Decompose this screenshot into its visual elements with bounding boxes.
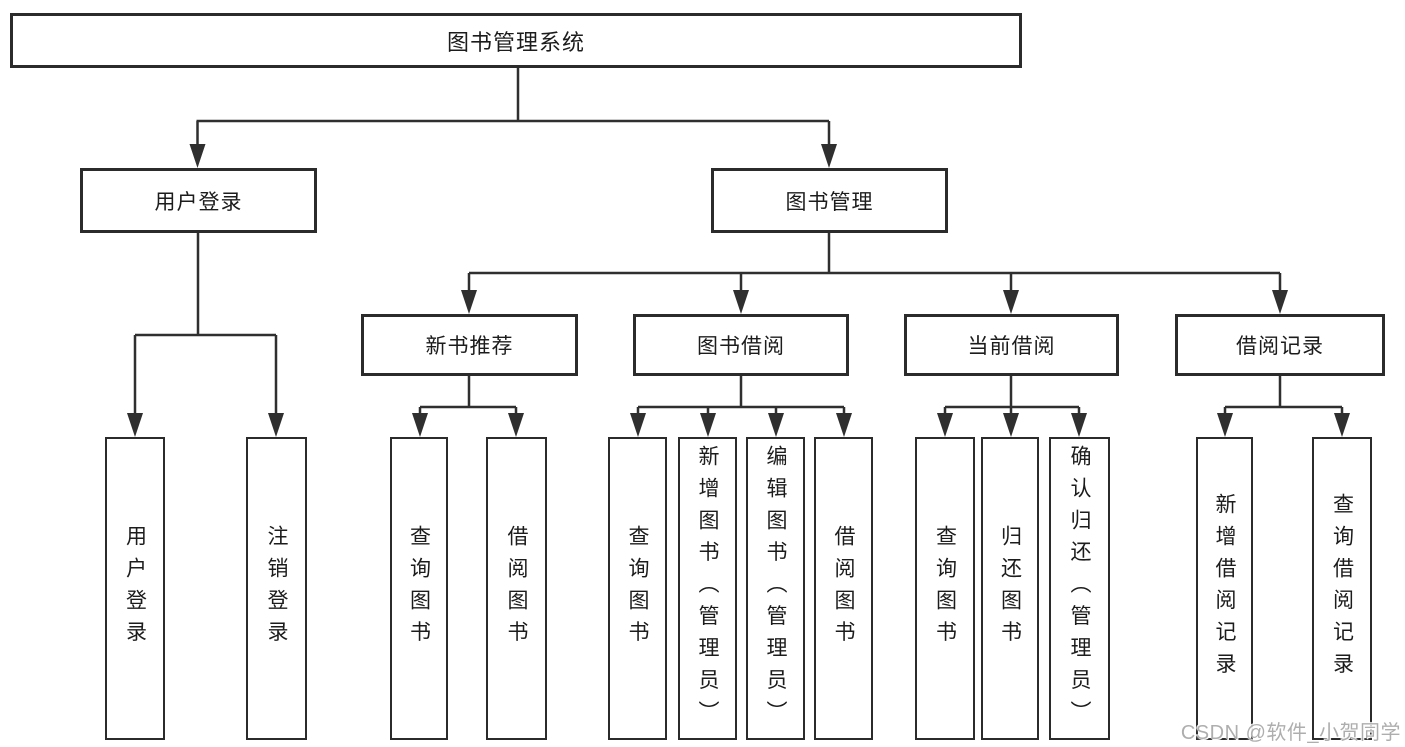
node-borrowing-records: 借阅记录 xyxy=(1175,314,1385,376)
node-current-borrowing: 当前借阅 xyxy=(904,314,1119,376)
leaf-user-login: 用户登录 xyxy=(105,437,165,740)
leaf-borrowing-query-books: 查询图书 xyxy=(608,437,667,740)
leaf-borrowing-add-books: 新增图书（管理员） xyxy=(678,437,737,740)
leaf-borrowing-borrow-books: 借阅图书 xyxy=(814,437,873,740)
arrowheads xyxy=(127,144,1350,437)
node-book-management: 图书管理 xyxy=(711,168,948,233)
node-book-borrowing: 图书借阅 xyxy=(633,314,849,376)
node-user-login-label: 用户登录 xyxy=(154,190,243,214)
leaf-recommend-query-books: 查询图书 xyxy=(390,437,448,740)
node-borrowing-records-label: 借阅记录 xyxy=(1236,335,1324,358)
leaf-user-login-label: 用户登录 xyxy=(123,524,147,653)
leaf-records-add-record-label: 新增借阅记录 xyxy=(1213,492,1236,685)
leaf-recommend-borrow-books: 借阅图书 xyxy=(486,437,547,740)
leaf-borrowing-borrow-books-label: 借阅图书 xyxy=(832,524,855,653)
node-book-borrowing-label: 图书借阅 xyxy=(697,335,785,358)
leaf-borrowing-query-books-label: 查询图书 xyxy=(626,524,649,653)
leaf-borrowing-edit-books: 编辑图书（管理员） xyxy=(746,437,805,740)
node-library-system: 图书管理系统 xyxy=(10,13,1022,68)
node-library-system-label: 图书管理系统 xyxy=(446,29,585,55)
node-new-book-recommend: 新书推荐 xyxy=(361,314,578,376)
leaf-records-query-record-label: 查询借阅记录 xyxy=(1330,492,1354,685)
leaf-records-add-record: 新增借阅记录 xyxy=(1196,437,1253,740)
watermark: CSDN @软件_小贺同学 xyxy=(1180,722,1401,744)
leaf-recommend-borrow-books-label: 借阅图书 xyxy=(505,524,528,653)
leaf-current-confirm-return-label: 确认归还（管理员） xyxy=(1068,444,1091,733)
node-book-management-label: 图书管理 xyxy=(785,190,874,214)
leaf-borrowing-edit-books-label: 编辑图书（管理员） xyxy=(764,444,787,733)
node-new-book-recommend-label: 新书推荐 xyxy=(425,335,514,358)
leaf-current-query-books-label: 查询图书 xyxy=(933,524,957,653)
leaf-records-query-record: 查询借阅记录 xyxy=(1312,437,1372,740)
leaf-current-confirm-return: 确认归还（管理员） xyxy=(1049,437,1110,740)
node-user-login: 用户登录 xyxy=(80,168,317,233)
leaf-current-return-books: 归还图书 xyxy=(981,437,1039,740)
leaf-logout-label: 注销登录 xyxy=(265,524,288,653)
leaf-borrowing-add-books-label: 新增图书（管理员） xyxy=(696,444,719,733)
leaf-current-return-books-label: 归还图书 xyxy=(998,524,1022,653)
leaf-recommend-query-books-label: 查询图书 xyxy=(407,524,431,653)
node-current-borrowing-label: 当前借阅 xyxy=(967,335,1056,358)
leaf-current-query-books: 查询图书 xyxy=(915,437,975,740)
leaf-logout: 注销登录 xyxy=(246,437,307,740)
